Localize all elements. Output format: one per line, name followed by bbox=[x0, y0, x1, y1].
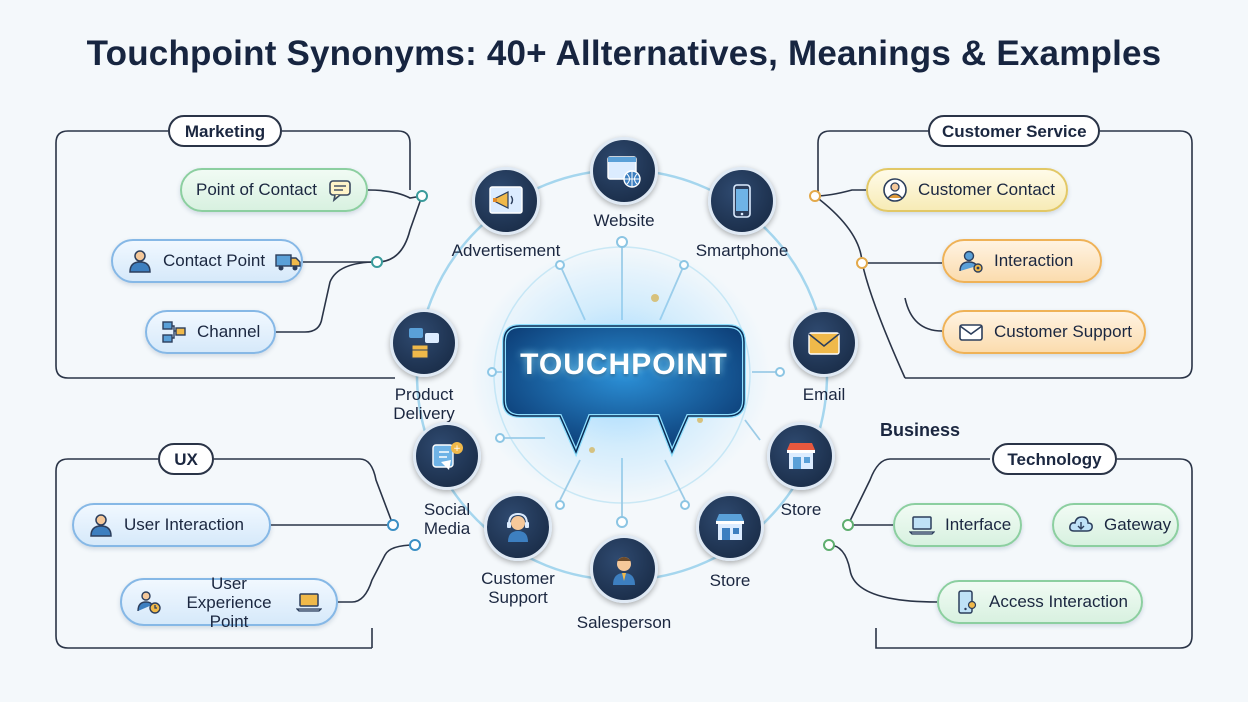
social-media-label: Social Media bbox=[423, 500, 471, 538]
gateway-pill[interactable]: Gateway bbox=[1052, 503, 1179, 547]
website-node[interactable]: Website bbox=[559, 137, 689, 230]
smartphone-label: Smartphone bbox=[695, 241, 789, 260]
storefront-icon bbox=[787, 443, 815, 469]
customer-support-node-label: Customer Support bbox=[481, 569, 555, 607]
business-label: Business bbox=[880, 420, 961, 440]
cloud-icon bbox=[1068, 512, 1094, 538]
access-interaction-pill[interactable]: Access Interaction bbox=[937, 580, 1143, 624]
page-title: Touchpoint Synonyms: 40+ Allternatives, … bbox=[86, 34, 1162, 73]
mobile-icon bbox=[953, 589, 979, 615]
product-delivery-node[interactable]: Product Delivery bbox=[359, 309, 489, 423]
salesperson-node[interactable]: Salesperson bbox=[559, 535, 689, 632]
advertisement-node[interactable]: Advertisement bbox=[441, 167, 571, 260]
smartphone-node[interactable]: Smartphone bbox=[677, 167, 807, 260]
customer-contact-pill[interactable]: Customer Contact bbox=[866, 168, 1068, 212]
delivery-truck-icon bbox=[275, 248, 301, 274]
customer-service-label: Customer Service bbox=[928, 115, 1100, 147]
user-icon bbox=[127, 248, 153, 274]
channel-label: Channel bbox=[197, 322, 261, 341]
user-icon bbox=[88, 512, 114, 538]
user-clock-icon bbox=[136, 589, 162, 615]
technology-label: Technology bbox=[992, 443, 1117, 475]
point-of-contact-label: Point of Contact bbox=[196, 180, 317, 199]
smartphone-icon bbox=[733, 184, 751, 218]
hub-title: TOUCHPOINT bbox=[520, 348, 728, 381]
storefront-icon bbox=[716, 514, 744, 540]
social-media-node[interactable]: + Social Media bbox=[382, 422, 512, 538]
browser-globe-icon bbox=[607, 156, 641, 188]
contact-point-pill[interactable]: Contact Point bbox=[111, 239, 303, 283]
store-node-right[interactable]: Store bbox=[736, 422, 866, 519]
channel-pill[interactable]: Channel bbox=[145, 310, 276, 354]
social-media-icon: + bbox=[432, 442, 463, 470]
user-experience-point-pill[interactable]: User Experience Point bbox=[120, 574, 338, 631]
marketing-label: Marketing bbox=[168, 115, 282, 147]
laptop-icon bbox=[909, 512, 935, 538]
email-label: Email bbox=[802, 385, 846, 404]
point-of-contact-pill[interactable]: Point of Contact bbox=[180, 168, 368, 212]
website-label: Website bbox=[593, 211, 655, 230]
user-gear-icon bbox=[958, 248, 984, 274]
envelope-icon bbox=[808, 332, 840, 355]
interaction-label: Interaction bbox=[994, 251, 1074, 270]
network-icon bbox=[161, 319, 187, 345]
user-interaction-label: User Interaction bbox=[124, 515, 244, 534]
envelope-icon bbox=[958, 319, 984, 345]
interaction-pill[interactable]: Interaction bbox=[942, 239, 1102, 283]
gateway-label: Gateway bbox=[1104, 515, 1172, 534]
product-delivery-label: Product Delivery bbox=[393, 385, 455, 423]
laptop-icon bbox=[296, 589, 322, 615]
ux-label: UX bbox=[158, 443, 214, 475]
megaphone-icon bbox=[489, 186, 523, 214]
salesperson-icon bbox=[613, 557, 635, 585]
svg-text:+: + bbox=[453, 444, 461, 454]
touchpoint-hub[interactable]: TOUCHPOINT bbox=[498, 320, 750, 458]
store-label-right: Store bbox=[780, 500, 822, 519]
salesperson-label: Salesperson bbox=[576, 613, 672, 632]
customer-contact-label: Customer Contact bbox=[918, 180, 1055, 199]
package-chat-icon bbox=[409, 328, 439, 359]
headset-agent-icon bbox=[507, 512, 529, 542]
contact-point-label: Contact Point bbox=[163, 251, 266, 270]
customer-support-node[interactable]: Customer Support bbox=[453, 493, 583, 607]
interface-label: Interface bbox=[945, 515, 1012, 534]
store-node-bottom[interactable]: Store bbox=[665, 493, 795, 590]
customer-support-pill[interactable]: Customer Support bbox=[942, 310, 1146, 354]
email-node[interactable]: Email bbox=[759, 309, 889, 404]
advertisement-label: Advertisement bbox=[451, 241, 561, 260]
user-interaction-pill[interactable]: User Interaction bbox=[72, 503, 271, 547]
customer-support-label: Customer Support bbox=[994, 322, 1132, 341]
access-interaction-label: Access Interaction bbox=[989, 592, 1128, 611]
user-experience-point-label: User Experience Point bbox=[186, 573, 272, 631]
speech-bubble-icon bbox=[502, 324, 746, 458]
chat-bubble-icon bbox=[327, 177, 353, 203]
interface-pill[interactable]: Interface bbox=[893, 503, 1022, 547]
user-circle-icon bbox=[882, 177, 908, 203]
store-label-bottom: Store bbox=[709, 571, 751, 590]
